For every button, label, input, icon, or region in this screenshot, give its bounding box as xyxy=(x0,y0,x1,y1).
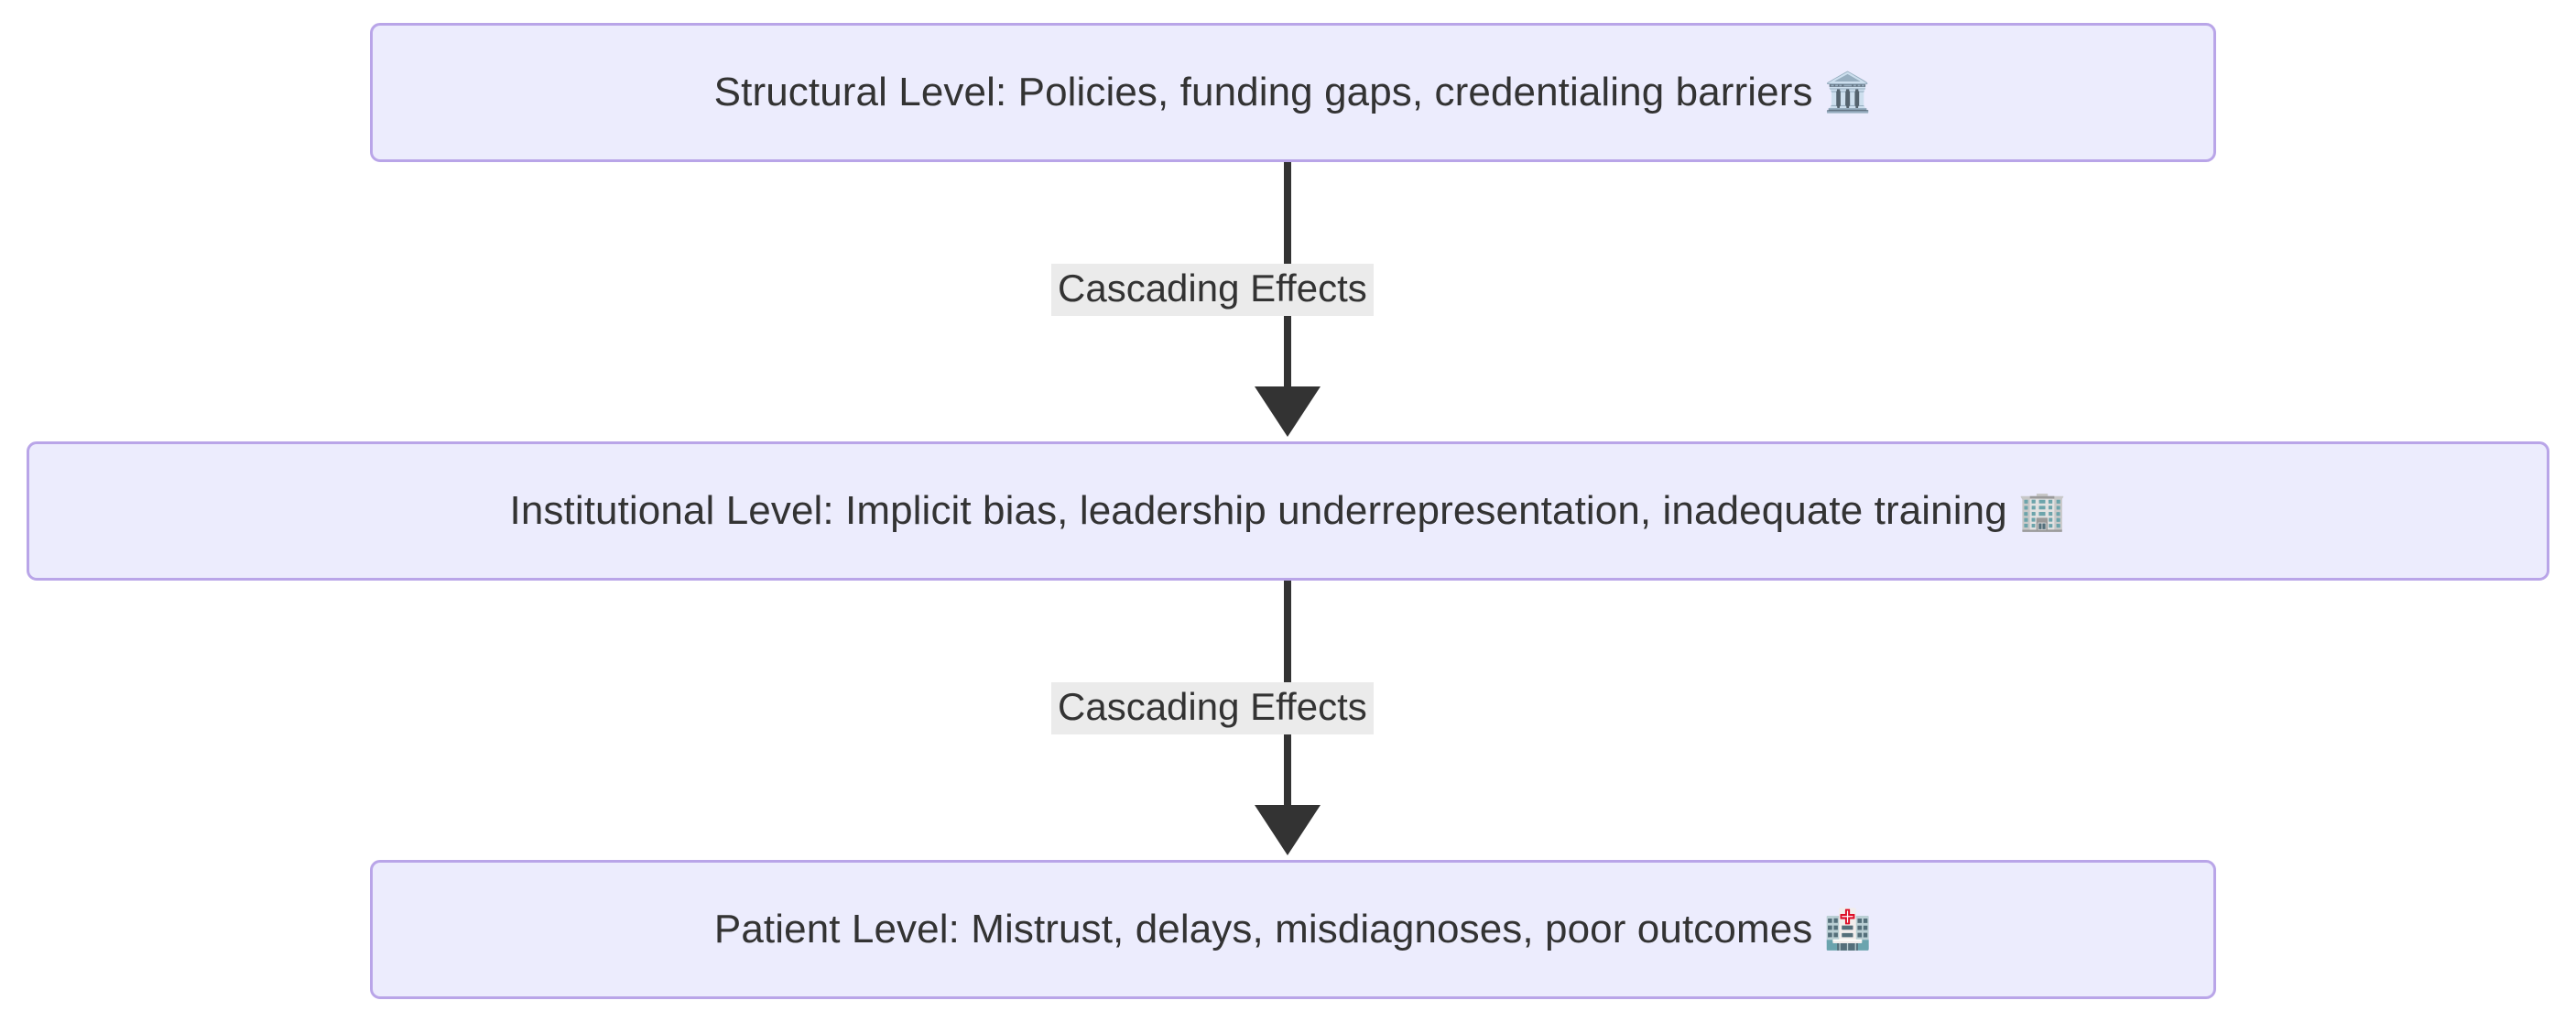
node-text-patient: Patient Level: Mistrust, delays, misdiag… xyxy=(713,907,1824,951)
node-text-structural: Structural Level: Policies, funding gaps… xyxy=(713,70,1824,114)
flowchart-node-patient[interactable]: Patient Level: Mistrust, delays, misdiag… xyxy=(370,860,2216,999)
flowchart-node-structural[interactable]: Structural Level: Policies, funding gaps… xyxy=(370,23,2216,162)
edge-arrowhead-2 xyxy=(1255,805,1321,855)
hospital-icon: 🏥 xyxy=(1823,907,1873,951)
office-building-icon: 🏢 xyxy=(2018,488,2067,533)
classical-building-icon: 🏛️ xyxy=(1823,70,1873,114)
edge-arrowhead-1 xyxy=(1255,386,1321,437)
node-label-patient: Patient Level: Mistrust, delays, misdiag… xyxy=(714,909,1872,950)
edge-label-cascading-effects-2: Cascading Effects xyxy=(1051,682,1374,734)
edge-label-cascading-effects-1: Cascading Effects xyxy=(1051,264,1374,316)
node-text-institutional: Institutional Level: Implicit bias, lead… xyxy=(509,488,2019,533)
node-label-institutional: Institutional Level: Implicit bias, lead… xyxy=(510,491,2067,531)
node-label-structural: Structural Level: Policies, funding gaps… xyxy=(714,72,1873,113)
flowchart-node-institutional[interactable]: Institutional Level: Implicit bias, lead… xyxy=(27,441,2549,581)
